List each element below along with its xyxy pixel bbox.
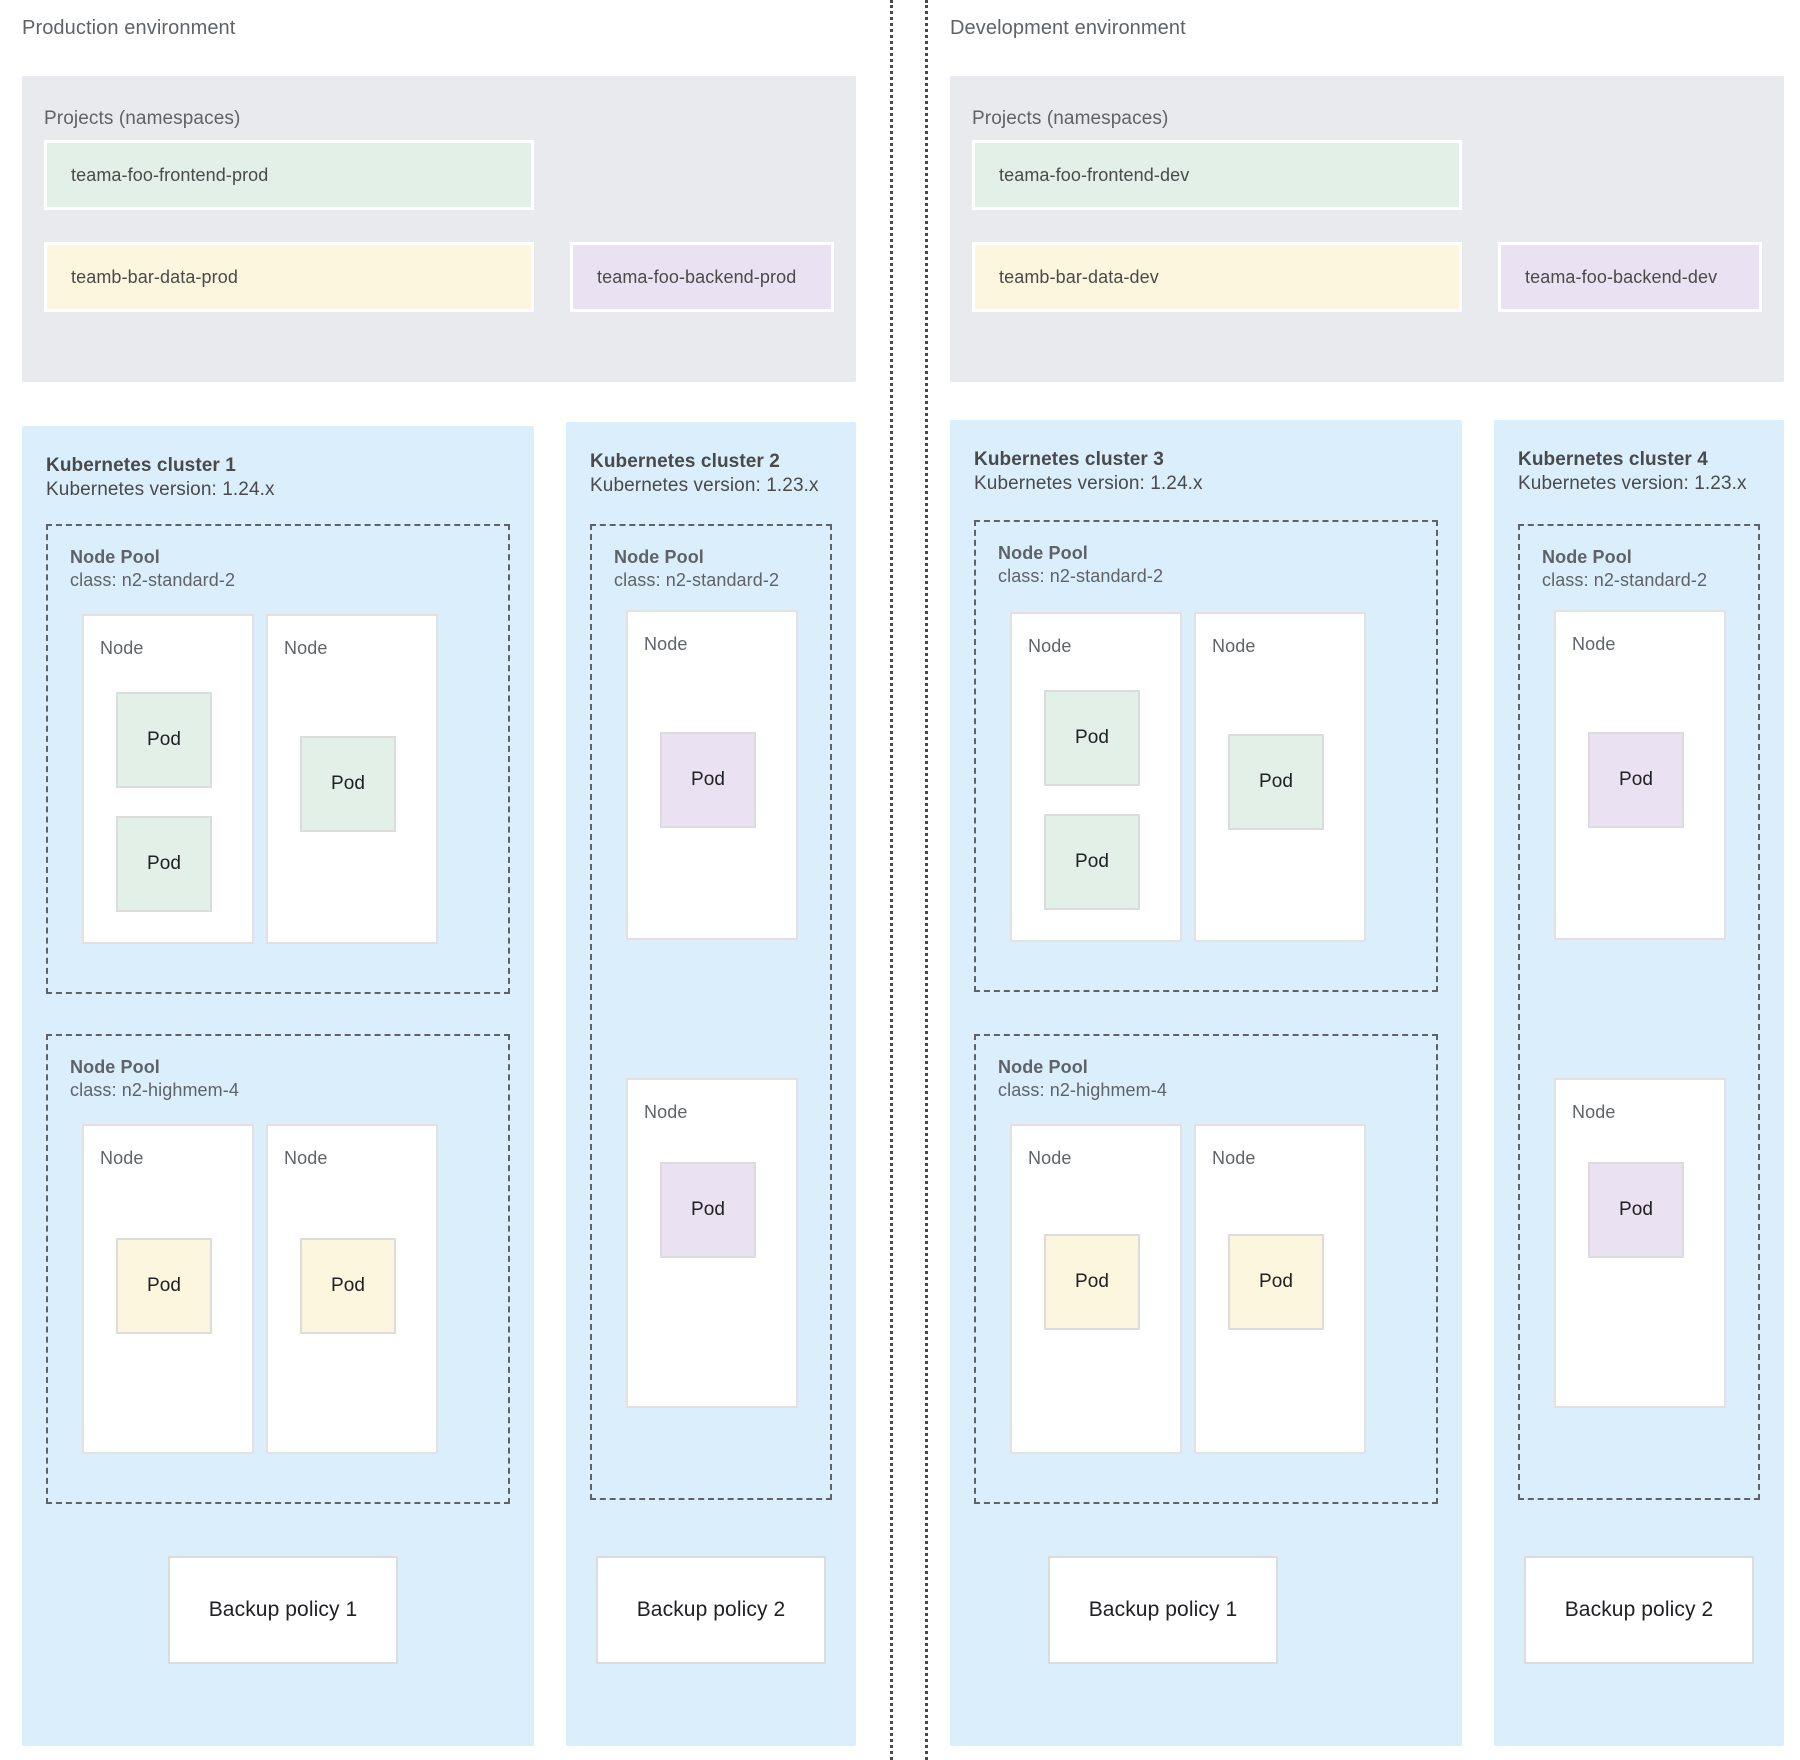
pod-box[interactable]: Pod [1228, 734, 1324, 830]
pod-box[interactable]: Pod [300, 736, 396, 832]
node-label: Node [284, 638, 328, 658]
pod-box[interactable]: Pod [1228, 1234, 1324, 1330]
node-box[interactable]: Node Pod [1194, 1124, 1366, 1454]
namespace-box-backend-dev[interactable]: teama-foo-backend-dev [1498, 242, 1762, 312]
node-box[interactable]: Node Pod [626, 1078, 798, 1408]
pod-box[interactable]: Pod [660, 1162, 756, 1258]
cluster-version-3: Kubernetes version: 1.24.x [974, 473, 1203, 494]
node-label: Node [644, 634, 688, 654]
pod-box[interactable]: Pod [116, 816, 212, 912]
node-box[interactable]: Node Pod [266, 614, 438, 944]
cluster-panel-1[interactable]: Kubernetes cluster 1 Kubernetes version:… [22, 426, 534, 1746]
node-pool-1-cluster-3[interactable]: Node Pool class: n2-standard-2 Node Pod … [974, 520, 1438, 992]
node-label: Node [1212, 1148, 1256, 1168]
node-box[interactable]: Node Pod [82, 1124, 254, 1454]
node-label: Node [100, 1148, 144, 1168]
namespace-box-backend-prod[interactable]: teama-foo-backend-prod [570, 242, 834, 312]
node-pool-title: Node Pool [614, 547, 704, 567]
node-pool-title: Node Pool [998, 543, 1088, 563]
pod-box[interactable]: Pod [660, 732, 756, 828]
projects-panel-label-development: Projects (namespaces) [972, 108, 1169, 129]
node-pool-header-2-cluster-3: Node Pool class: n2-highmem-4 [998, 1056, 1167, 1102]
pod-box[interactable]: Pod [1044, 690, 1140, 786]
cluster-name-1: Kubernetes cluster 1 [46, 455, 236, 476]
pod-box[interactable]: Pod [116, 692, 212, 788]
node-pool-class: class: n2-standard-2 [614, 570, 780, 590]
node-box[interactable]: Node Pod [626, 610, 798, 940]
node-pool-class: class: n2-highmem-4 [70, 1080, 239, 1100]
cluster-panel-2[interactable]: Kubernetes cluster 2 Kubernetes version:… [566, 422, 856, 1746]
node-box[interactable]: Node Pod [1554, 610, 1726, 940]
node-pool-class: class: n2-highmem-4 [998, 1080, 1167, 1100]
node-label: Node [1572, 1102, 1616, 1122]
projects-panel-development: Projects (namespaces) teama-foo-frontend… [950, 76, 1784, 382]
cluster-name-3: Kubernetes cluster 3 [974, 449, 1164, 470]
cluster-header-4: Kubernetes cluster 4 Kubernetes version:… [1518, 448, 1747, 496]
node-pool-2-cluster-3[interactable]: Node Pool class: n2-highmem-4 Node Pod N… [974, 1034, 1438, 1504]
node-pool-title: Node Pool [70, 1057, 160, 1077]
node-label: Node [1028, 1148, 1072, 1168]
node-label: Node [284, 1148, 328, 1168]
node-pool-header-1-cluster-4: Node Pool class: n2-standard-2 [1542, 546, 1707, 592]
node-label: Node [1028, 636, 1072, 656]
cluster-version-1: Kubernetes version: 1.24.x [46, 479, 275, 500]
node-pool-class: class: n2-standard-2 [1542, 570, 1708, 590]
node-pool-title: Node Pool [70, 547, 160, 567]
environment-title-development: Development environment [950, 17, 1186, 39]
node-pool-class: class: n2-standard-2 [998, 566, 1164, 586]
namespace-box-frontend-dev[interactable]: teama-foo-frontend-dev [972, 140, 1462, 210]
environment-divider-line-right [925, 0, 928, 1760]
node-label: Node [1572, 634, 1616, 654]
node-label: Node [644, 1102, 688, 1122]
namespace-box-data-dev[interactable]: teamb-bar-data-dev [972, 242, 1462, 312]
environment-production: Production environment Projects (namespa… [0, 0, 888, 1746]
pod-box[interactable]: Pod [116, 1238, 212, 1334]
node-pool-header-2-cluster-1: Node Pool class: n2-highmem-4 [70, 1056, 239, 1102]
environment-title-production: Production environment [22, 17, 236, 39]
projects-panel-label-production: Projects (namespaces) [44, 108, 241, 129]
cluster-header-2: Kubernetes cluster 2 Kubernetes version:… [590, 450, 819, 498]
cluster-name-4: Kubernetes cluster 4 [1518, 449, 1708, 470]
node-pool-2-cluster-1[interactable]: Node Pool class: n2-highmem-4 Node Pod N… [46, 1034, 510, 1504]
cluster-header-3: Kubernetes cluster 3 Kubernetes version:… [974, 448, 1203, 496]
node-label: Node [100, 638, 144, 658]
cluster-panel-4[interactable]: Kubernetes cluster 4 Kubernetes version:… [1494, 420, 1784, 1746]
backup-policy-box-cluster-1[interactable]: Backup policy 1 [168, 1556, 398, 1664]
node-pool-1-cluster-2[interactable]: Node Pool class: n2-standard-2 Node Pod … [590, 524, 832, 1500]
pod-box[interactable]: Pod [300, 1238, 396, 1334]
node-box[interactable]: Node Pod Pod [1010, 612, 1182, 942]
node-pool-1-cluster-1[interactable]: Node Pool class: n2-standard-2 Node Pod … [46, 524, 510, 994]
environment-development: Development environment Projects (namesp… [928, 0, 1800, 1746]
pod-box[interactable]: Pod [1588, 1162, 1684, 1258]
node-box[interactable]: Node Pod [266, 1124, 438, 1454]
cluster-name-2: Kubernetes cluster 2 [590, 451, 780, 472]
backup-policy-box-cluster-3[interactable]: Backup policy 1 [1048, 1556, 1278, 1664]
namespace-box-frontend-prod[interactable]: teama-foo-frontend-prod [44, 140, 534, 210]
node-box[interactable]: Node Pod Pod [82, 614, 254, 944]
projects-panel-production: Projects (namespaces) teama-foo-frontend… [22, 76, 856, 382]
cluster-version-4: Kubernetes version: 1.23.x [1518, 473, 1747, 494]
node-pool-title: Node Pool [1542, 547, 1632, 567]
node-box[interactable]: Node Pod [1554, 1078, 1726, 1408]
pod-box[interactable]: Pod [1044, 1234, 1140, 1330]
backup-policy-box-cluster-2[interactable]: Backup policy 2 [596, 1556, 826, 1664]
node-label: Node [1212, 636, 1256, 656]
node-box[interactable]: Node Pod [1194, 612, 1366, 942]
pod-box[interactable]: Pod [1044, 814, 1140, 910]
cluster-version-2: Kubernetes version: 1.23.x [590, 475, 819, 496]
pod-box[interactable]: Pod [1588, 732, 1684, 828]
node-pool-1-cluster-4[interactable]: Node Pool class: n2-standard-2 Node Pod … [1518, 524, 1760, 1500]
backup-policy-box-cluster-4[interactable]: Backup policy 2 [1524, 1556, 1754, 1664]
node-pool-title: Node Pool [998, 1057, 1088, 1077]
cluster-header-1: Kubernetes cluster 1 Kubernetes version:… [46, 454, 275, 502]
node-pool-header-1-cluster-2: Node Pool class: n2-standard-2 [614, 546, 779, 592]
node-pool-header-1-cluster-1: Node Pool class: n2-standard-2 [70, 546, 235, 592]
node-pool-header-1-cluster-3: Node Pool class: n2-standard-2 [998, 542, 1163, 588]
namespace-box-data-prod[interactable]: teamb-bar-data-prod [44, 242, 534, 312]
node-box[interactable]: Node Pod [1010, 1124, 1182, 1454]
environment-divider-line-left [890, 0, 893, 1760]
node-pool-class: class: n2-standard-2 [70, 570, 236, 590]
cluster-panel-3[interactable]: Kubernetes cluster 3 Kubernetes version:… [950, 420, 1462, 1746]
